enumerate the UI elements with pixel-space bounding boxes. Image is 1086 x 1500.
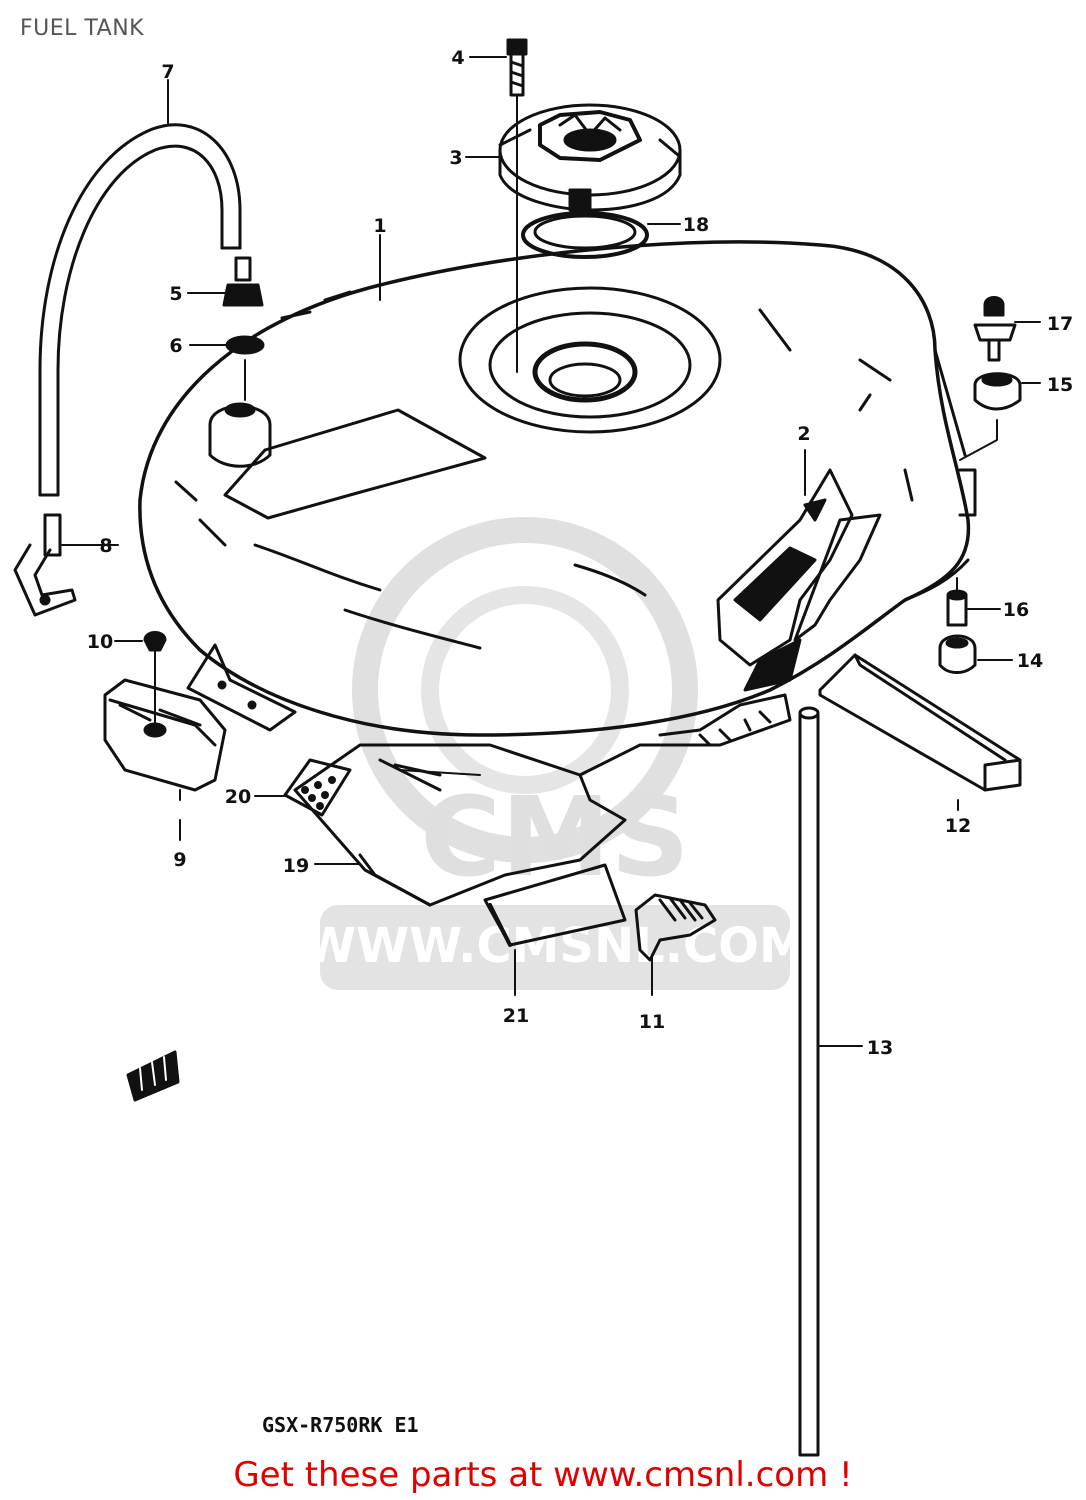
callout-17: 17 xyxy=(1047,313,1073,335)
callout-15: 15 xyxy=(1047,374,1073,396)
callout-4: 4 xyxy=(451,47,464,69)
footer-parts-link[interactable]: Get these parts at www.cmsnl.com ! xyxy=(233,1455,853,1495)
callout-7: 7 xyxy=(161,61,174,83)
breather-hose xyxy=(38,123,242,497)
rubber-block xyxy=(634,893,717,962)
callout-5: 5 xyxy=(169,283,182,305)
callout-10: 10 xyxy=(87,631,113,653)
callout-3: 3 xyxy=(449,147,462,169)
callout-labels: 4 3 7 1 18 5 6 17 15 2 8 16 10 14 20 12 … xyxy=(87,47,1073,1059)
callout-1: 1 xyxy=(373,215,386,237)
watermark-url: WWW.CMSNL.COM xyxy=(303,918,807,974)
front-mount-bolt xyxy=(946,577,968,627)
callout-11: 11 xyxy=(639,1011,665,1033)
callout-19: 19 xyxy=(283,855,309,877)
filler-cap xyxy=(498,103,682,212)
callout-13: 13 xyxy=(867,1037,893,1059)
side-bolt xyxy=(973,296,1017,362)
fitting-washer xyxy=(225,335,265,401)
callout-8: 8 xyxy=(99,535,112,557)
page-title: FUEL TANK xyxy=(20,16,145,41)
callout-2: 2 xyxy=(797,423,810,445)
callout-9: 9 xyxy=(173,849,186,871)
drain-rod xyxy=(798,706,820,1457)
leader-lines xyxy=(61,56,1041,1047)
rear-cushion xyxy=(103,678,227,801)
callout-14: 14 xyxy=(1017,650,1043,672)
callout-12: 12 xyxy=(945,815,971,837)
hose-fitting xyxy=(222,256,264,307)
callout-18: 18 xyxy=(683,214,709,236)
cap-gasket xyxy=(521,211,649,259)
heat-pad-small xyxy=(283,758,352,817)
callout-20: 20 xyxy=(225,786,251,808)
cap-bolt xyxy=(506,38,528,373)
support-bar xyxy=(818,653,1022,792)
cushion-bolt xyxy=(143,631,167,731)
callout-16: 16 xyxy=(1003,599,1029,621)
rear-mount-tab xyxy=(186,643,297,732)
front-mount-cushion xyxy=(938,634,977,674)
tank-hose-boss xyxy=(208,402,272,468)
hose-bracket xyxy=(13,513,77,617)
fuel-tank-body xyxy=(138,240,977,737)
side-cushion xyxy=(959,372,1022,461)
watermark-logo: CMS WWW.CMSNL.COM xyxy=(303,517,807,990)
tank-emblem xyxy=(716,468,882,692)
callout-6: 6 xyxy=(169,335,182,357)
watermark-brand: CMS xyxy=(420,773,689,901)
callout-21: 21 xyxy=(503,1005,529,1027)
heat-pad-rect xyxy=(483,863,627,947)
small-decal xyxy=(126,1050,180,1102)
model-code: GSX-R750RK E1 xyxy=(262,1413,419,1437)
heat-shield-sheet xyxy=(293,693,792,907)
